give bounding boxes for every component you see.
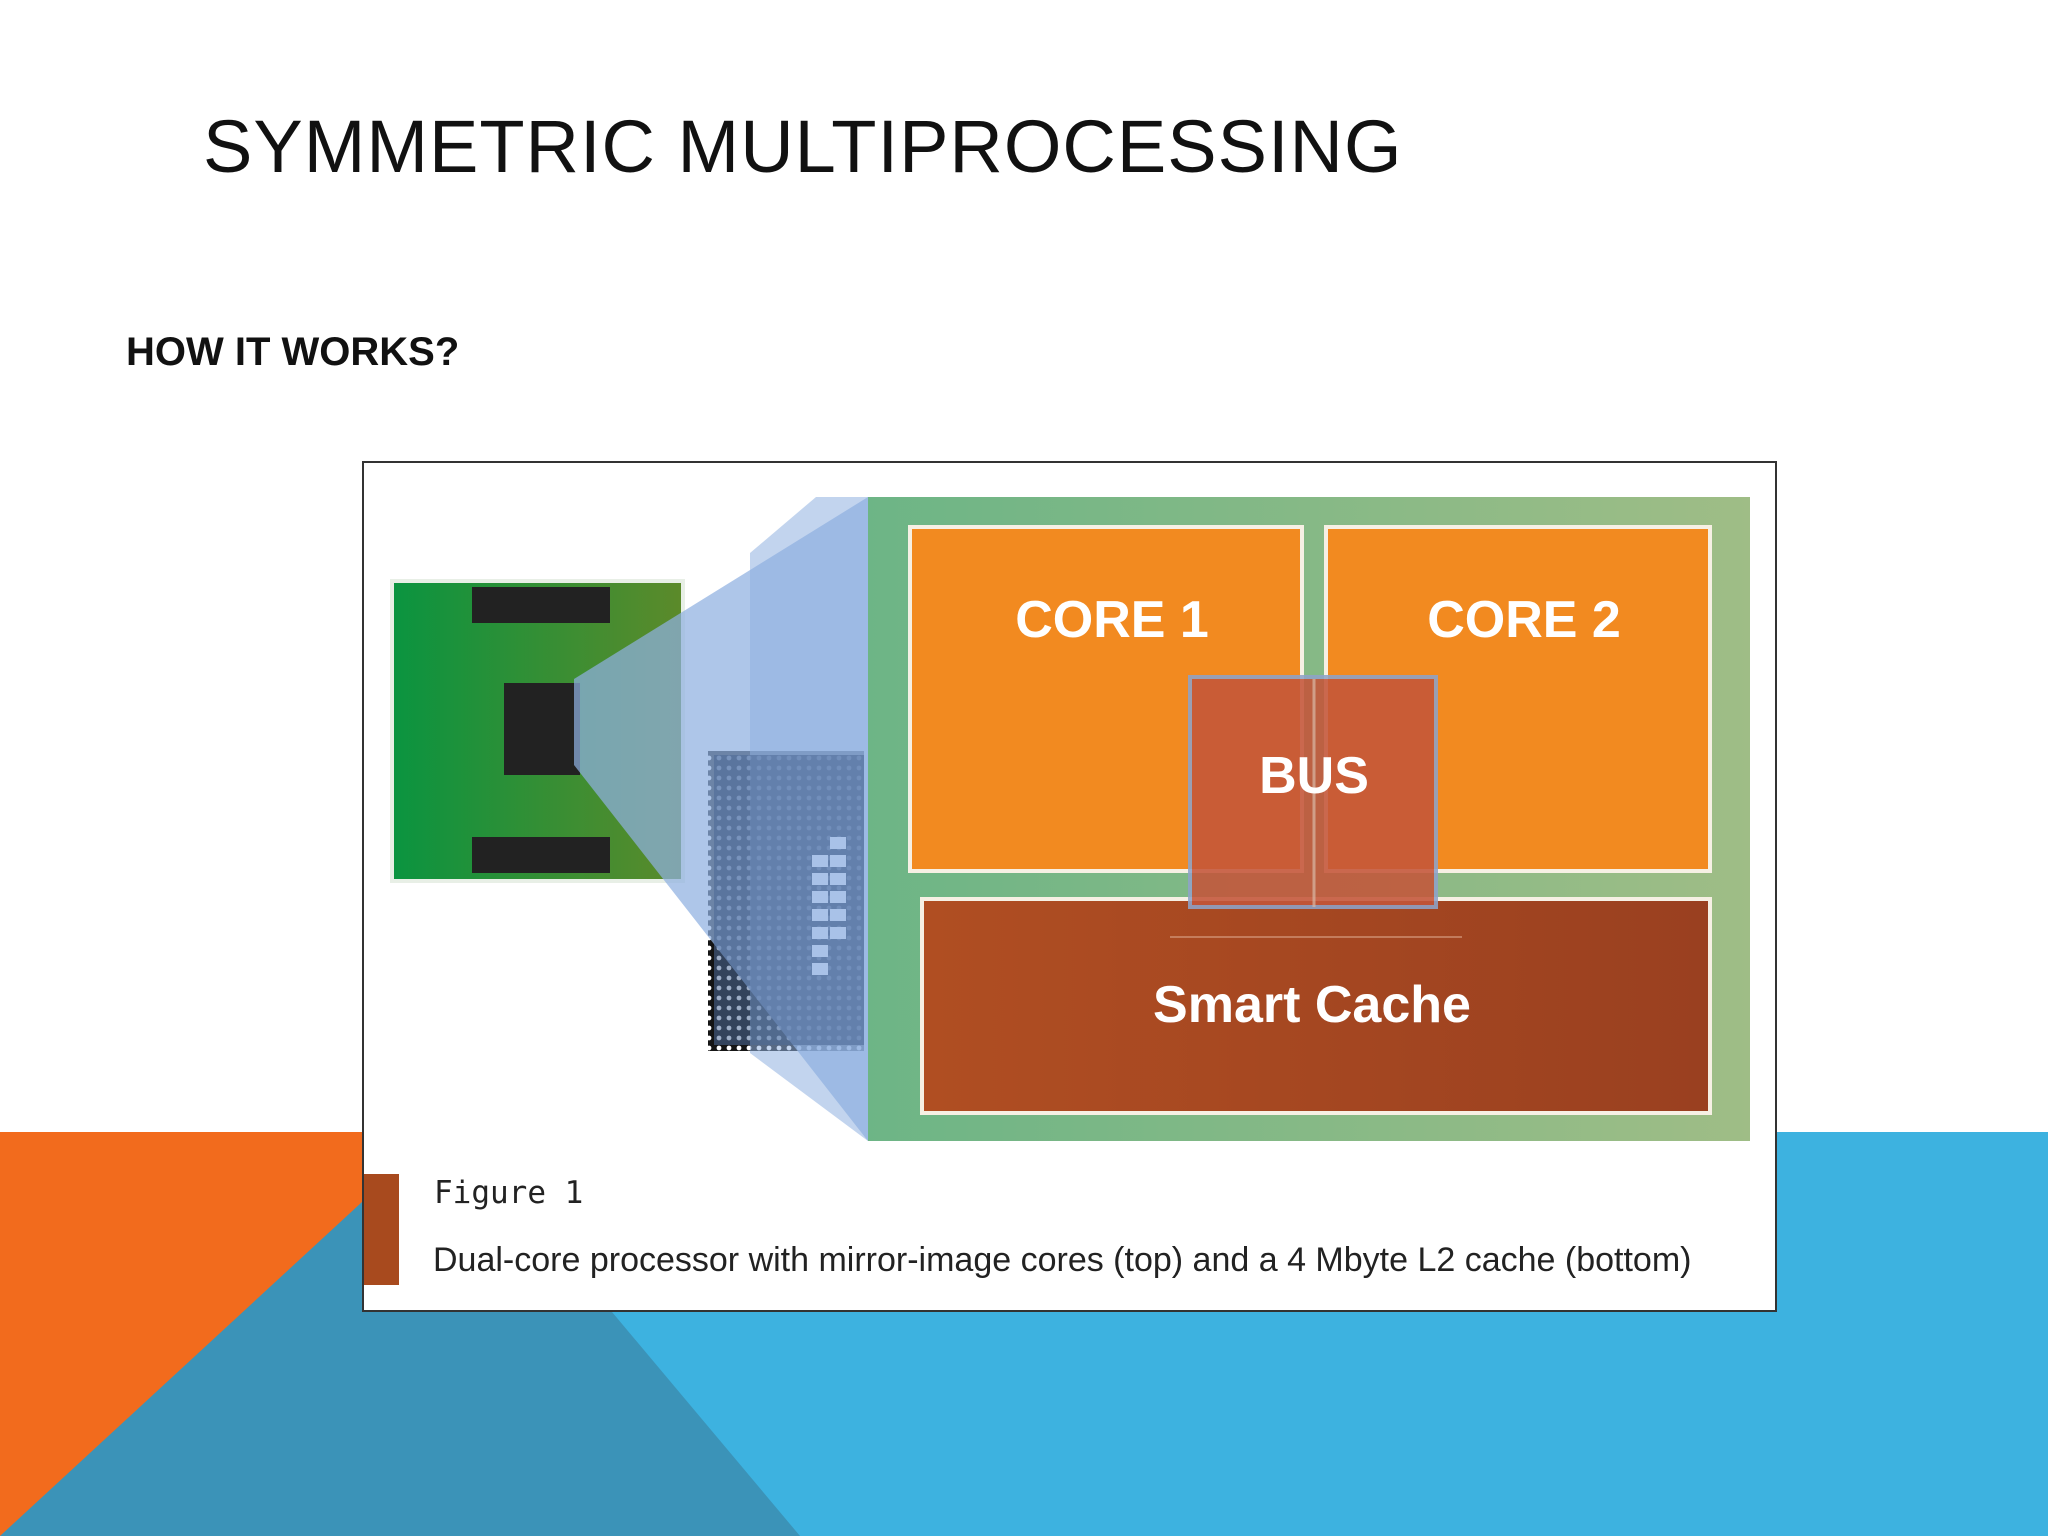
package-pin-column <box>812 837 846 975</box>
bottom-teal-shape <box>0 1202 800 1536</box>
board-chip-center <box>504 683 580 775</box>
cache-label: Smart Cache <box>1153 976 1471 1034</box>
slide-title: SYMMETRIC MULTIPROCESSING <box>203 105 1403 188</box>
cache-block <box>920 897 1712 1115</box>
figure-caption-text: Dual-core processor with mirror-image co… <box>433 1241 1692 1279</box>
core-1-label: CORE 1 <box>1015 591 1209 649</box>
caption-accent-bar <box>364 1174 399 1285</box>
processor-diagram: CORE 1 CORE 2 BUS Smart Cache <box>390 497 1750 1141</box>
slide-subtitle: HOW IT WORKS? <box>126 330 460 374</box>
core-2-label: CORE 2 <box>1427 591 1621 649</box>
board-chip-top <box>472 587 610 623</box>
figure-caption-label: Figure 1 <box>434 1175 584 1211</box>
figure-frame: CORE 1 CORE 2 BUS Smart Cache Figure 1 D… <box>362 461 1777 1312</box>
bus-label: BUS <box>1259 747 1369 805</box>
board-chip-bottom <box>472 837 610 873</box>
